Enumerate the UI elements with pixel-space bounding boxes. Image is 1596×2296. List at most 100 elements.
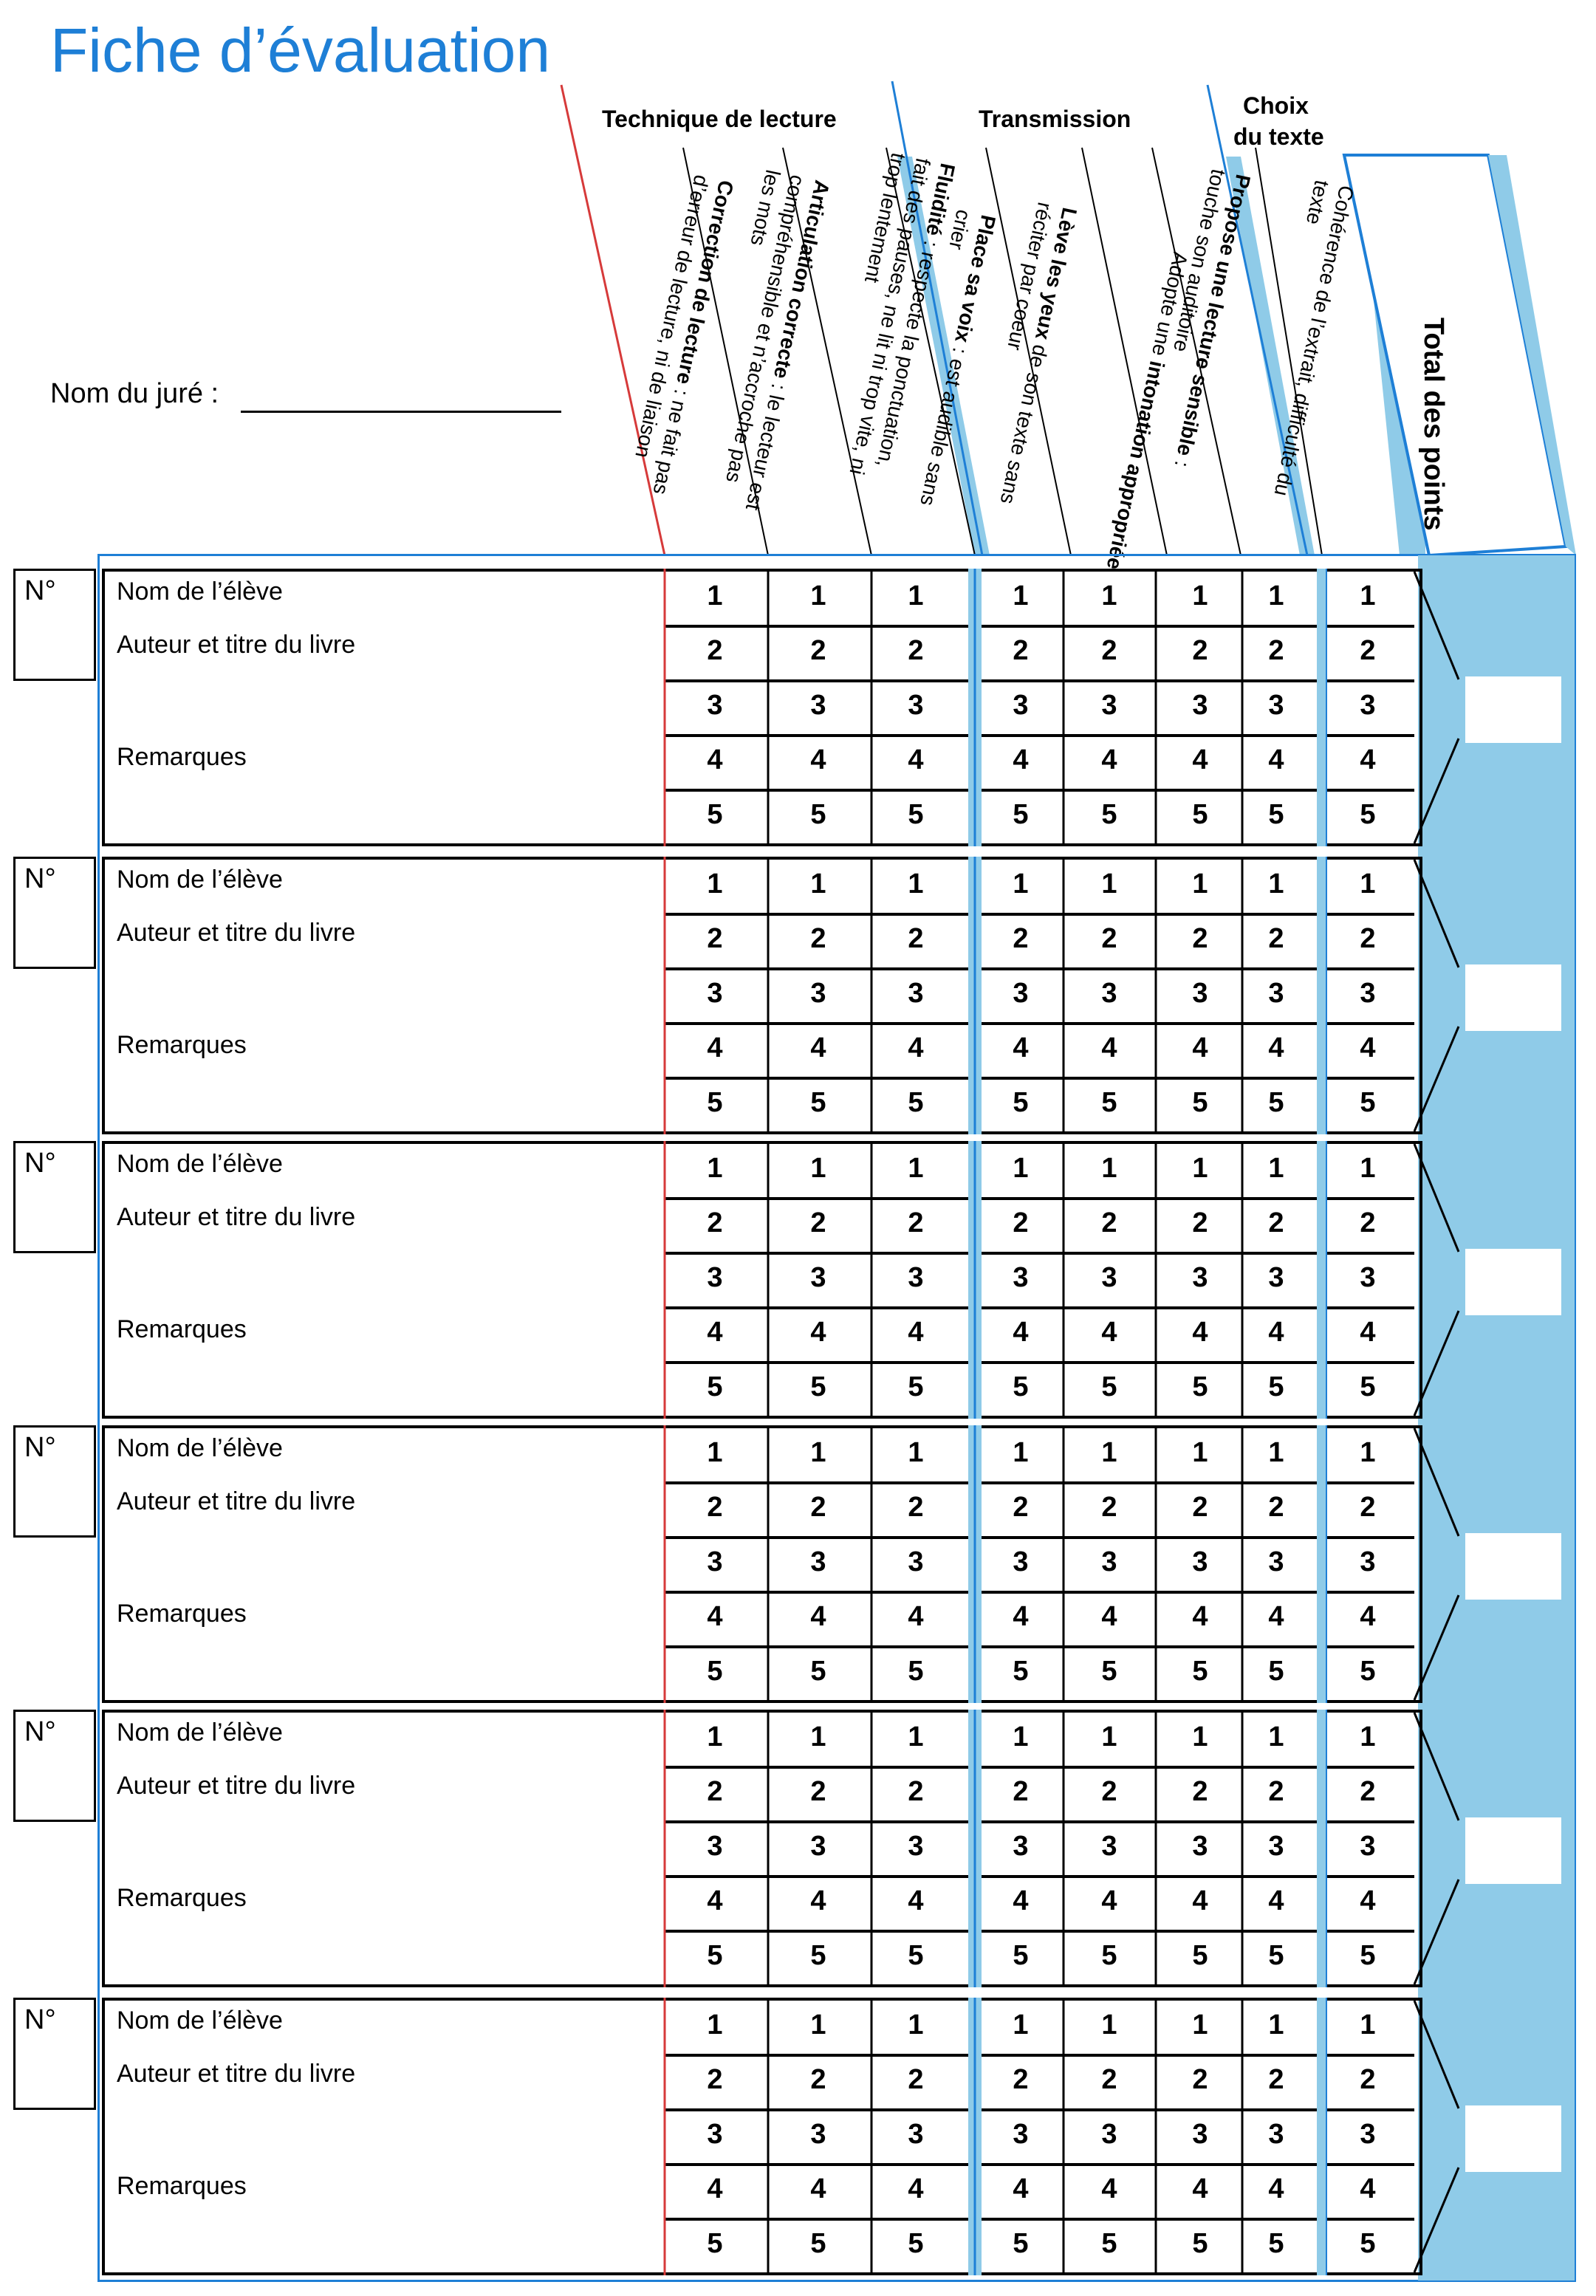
score-option[interactable]: 1 (908, 2009, 924, 2040)
score-option[interactable]: 3 (1013, 1262, 1029, 1293)
score-option[interactable]: 1 (1268, 1437, 1284, 1468)
score-option[interactable]: 2 (908, 2064, 924, 2095)
score-option[interactable]: 2 (1268, 1207, 1284, 1238)
score-option[interactable]: 2 (707, 1207, 723, 1238)
score-option[interactable]: 2 (707, 635, 723, 666)
score-option[interactable]: 3 (810, 2119, 826, 2150)
score-option[interactable]: 5 (1101, 1371, 1117, 1402)
score-option[interactable]: 5 (1192, 799, 1208, 830)
score-option[interactable]: 4 (1101, 1317, 1117, 1348)
score-option[interactable]: 4 (1360, 1032, 1376, 1063)
score-option[interactable]: 2 (1013, 923, 1029, 954)
total-points-box[interactable] (1465, 1249, 1561, 1315)
score-option[interactable]: 1 (810, 1721, 826, 1752)
score-option[interactable]: 5 (1268, 799, 1284, 830)
score-option[interactable]: 1 (810, 1153, 826, 1184)
score-option[interactable]: 4 (1101, 744, 1117, 775)
score-option[interactable]: 4 (1360, 744, 1376, 775)
score-option[interactable]: 4 (908, 1885, 924, 1916)
score-option[interactable]: 2 (1268, 923, 1284, 954)
score-option[interactable]: 2 (1360, 923, 1376, 954)
score-option[interactable]: 3 (707, 1546, 723, 1577)
student-info-box[interactable] (102, 569, 1422, 846)
score-option[interactable]: 2 (1360, 2064, 1376, 2095)
score-option[interactable]: 5 (1360, 2228, 1376, 2259)
score-option[interactable]: 4 (707, 1885, 723, 1916)
score-option[interactable]: 3 (1192, 2119, 1208, 2150)
score-option[interactable]: 2 (707, 1776, 723, 1807)
score-option[interactable]: 2 (1101, 1492, 1117, 1523)
score-option[interactable]: 1 (1013, 1437, 1029, 1468)
score-option[interactable]: 5 (707, 1940, 723, 1971)
score-option[interactable]: 2 (810, 1207, 826, 1238)
score-option[interactable]: 3 (1192, 1546, 1208, 1577)
score-option[interactable]: 5 (810, 2228, 826, 2259)
score-option[interactable]: 5 (1101, 799, 1117, 830)
score-option[interactable]: 3 (1360, 1831, 1376, 1862)
score-option[interactable]: 3 (810, 1546, 826, 1577)
score-option[interactable]: 1 (1101, 868, 1117, 899)
score-option[interactable]: 5 (1013, 1371, 1029, 1402)
score-option[interactable]: 5 (707, 1656, 723, 1687)
score-option[interactable]: 2 (1013, 2064, 1029, 2095)
score-option[interactable]: 2 (1101, 2064, 1117, 2095)
score-option[interactable]: 3 (1268, 978, 1284, 1009)
score-option[interactable]: 4 (1268, 1317, 1284, 1348)
score-option[interactable]: 4 (1013, 2173, 1029, 2204)
score-option[interactable]: 4 (810, 2173, 826, 2204)
score-option[interactable]: 5 (1013, 1656, 1029, 1687)
score-option[interactable]: 4 (1013, 1317, 1029, 1348)
score-option[interactable]: 3 (707, 1262, 723, 1293)
score-option[interactable]: 1 (1192, 2009, 1208, 2040)
score-option[interactable]: 2 (908, 1492, 924, 1523)
score-option[interactable]: 4 (1360, 1601, 1376, 1632)
score-option[interactable]: 3 (1268, 1831, 1284, 1862)
score-option[interactable]: 1 (1192, 1153, 1208, 1184)
score-option[interactable]: 1 (1360, 868, 1376, 899)
score-option[interactable]: 5 (1268, 1087, 1284, 1118)
score-option[interactable]: 2 (810, 923, 826, 954)
score-option[interactable]: 2 (908, 635, 924, 666)
score-option[interactable]: 1 (1101, 580, 1117, 611)
score-option[interactable]: 5 (1360, 1656, 1376, 1687)
score-option[interactable]: 4 (707, 1601, 723, 1632)
score-option[interactable]: 2 (707, 923, 723, 954)
score-option[interactable]: 4 (1268, 1601, 1284, 1632)
score-option[interactable]: 5 (1101, 2228, 1117, 2259)
score-option[interactable]: 5 (908, 1656, 924, 1687)
score-option[interactable]: 3 (1360, 690, 1376, 721)
score-option[interactable]: 4 (1268, 1032, 1284, 1063)
score-option[interactable]: 3 (810, 1262, 826, 1293)
score-option[interactable]: 3 (908, 1831, 924, 1862)
score-option[interactable]: 1 (1013, 1721, 1029, 1752)
total-points-box[interactable] (1465, 676, 1561, 743)
score-option[interactable]: 3 (1013, 1546, 1029, 1577)
total-points-box[interactable] (1465, 1817, 1561, 1884)
score-option[interactable]: 1 (1360, 2009, 1376, 2040)
score-option[interactable]: 5 (908, 2228, 924, 2259)
score-option[interactable]: 5 (810, 1940, 826, 1971)
score-option[interactable]: 1 (1013, 868, 1029, 899)
score-option[interactable]: 5 (707, 799, 723, 830)
score-option[interactable]: 5 (1101, 1656, 1117, 1687)
number-box[interactable]: N° (13, 1998, 96, 2110)
score-option[interactable]: 5 (1360, 1940, 1376, 1971)
score-option[interactable]: 4 (1013, 744, 1029, 775)
score-option[interactable]: 3 (908, 978, 924, 1009)
score-option[interactable]: 5 (908, 1371, 924, 1402)
score-option[interactable]: 4 (1360, 1885, 1376, 1916)
score-option[interactable]: 2 (1268, 2064, 1284, 2095)
score-option[interactable]: 1 (810, 1437, 826, 1468)
score-option[interactable]: 3 (908, 1262, 924, 1293)
score-option[interactable]: 2 (1101, 1776, 1117, 1807)
score-option[interactable]: 4 (1268, 744, 1284, 775)
score-option[interactable]: 2 (908, 923, 924, 954)
score-option[interactable]: 4 (1192, 1032, 1208, 1063)
score-option[interactable]: 3 (908, 2119, 924, 2150)
score-option[interactable]: 1 (1013, 580, 1029, 611)
score-option[interactable]: 4 (1101, 1885, 1117, 1916)
score-option[interactable]: 5 (810, 1656, 826, 1687)
score-option[interactable]: 5 (1360, 799, 1376, 830)
score-option[interactable]: 3 (707, 1831, 723, 1862)
score-option[interactable]: 3 (908, 1546, 924, 1577)
